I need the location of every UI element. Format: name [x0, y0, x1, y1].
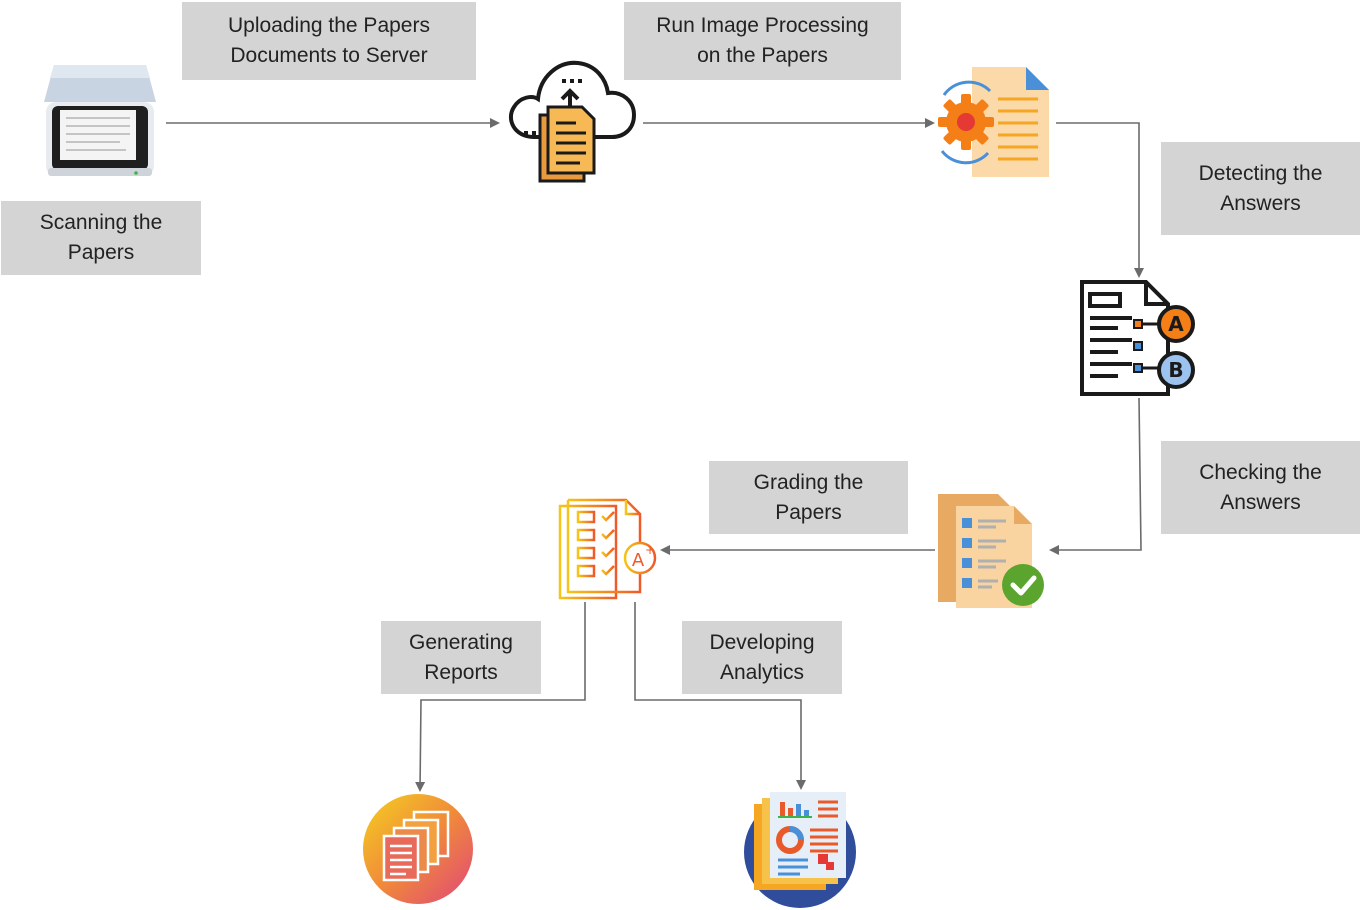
label-scanning-papers: Scanning the Papers: [1, 201, 201, 275]
label-grading-papers: Grading the Papers: [709, 461, 908, 534]
answer-sheet-ab-icon: A B: [1080, 280, 1195, 396]
svg-text:B: B: [1168, 358, 1183, 382]
cloud-upload-icon: [508, 60, 637, 183]
label-detecting-answers: Detecting the Answers: [1161, 142, 1360, 235]
arrow-process-to-detect: [1056, 122, 1144, 278]
arrow-grade-to-reports: [415, 602, 586, 792]
label-image-processing: Run Image Processing on the Papers: [624, 2, 901, 80]
checked-document-icon: [938, 494, 1044, 608]
document-gear-icon: [938, 67, 1049, 177]
svg-text:A: A: [1168, 312, 1184, 336]
label-generating-reports: Generating Reports: [381, 621, 541, 694]
label-uploading-papers: Uploading the Papers Documents to Server: [182, 2, 476, 80]
scanner-icon: [44, 65, 156, 176]
graded-checklist-icon: A +: [558, 498, 657, 600]
arrow-grade-to-analytics: [634, 602, 806, 790]
analytics-report-icon: [744, 792, 856, 908]
label-checking-answers: Checking the Answers: [1161, 441, 1360, 534]
svg-text:A: A: [632, 550, 645, 571]
label-developing-analytics: Developing Analytics: [682, 621, 842, 694]
arrow-detect-to-check: [1049, 397, 1142, 555]
svg-text:+: +: [645, 543, 655, 557]
report-stack-icon: [363, 794, 473, 904]
